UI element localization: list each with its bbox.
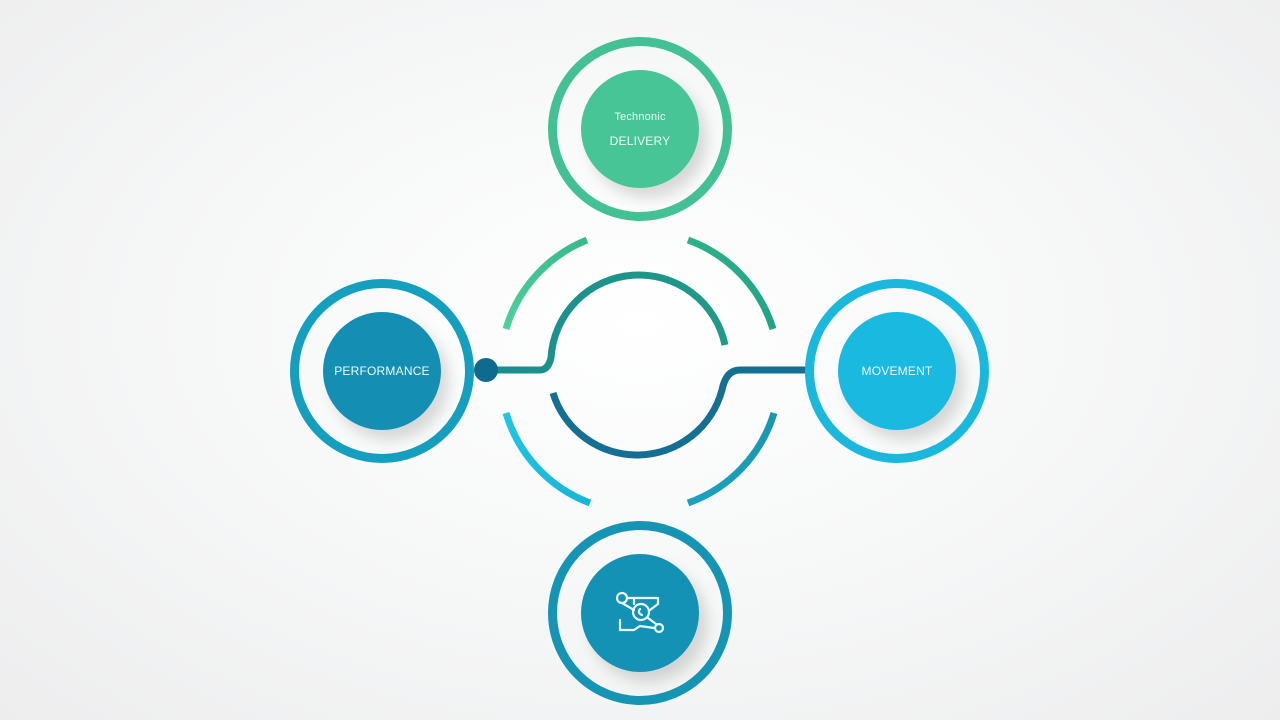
outer-arc-bottom-right xyxy=(686,411,778,507)
outer-arc-bottom-left xyxy=(502,412,592,507)
node-top[interactable]: Technonic DELIVERY xyxy=(548,37,732,221)
node-right-label: MOVEMENT xyxy=(861,364,933,378)
node-top-disc: Technonic DELIVERY xyxy=(581,70,699,188)
node-bottom[interactable] xyxy=(548,521,732,705)
inner-arc-top-connector xyxy=(486,271,729,374)
node-right-disc: MOVEMENT xyxy=(838,312,956,430)
outer-arc-top-left xyxy=(502,236,589,330)
node-top-title: Technonic xyxy=(614,110,666,123)
node-bottom-disc xyxy=(581,554,699,672)
network-nodes-icon xyxy=(615,591,665,634)
node-left-label: PERFORMANCE xyxy=(334,364,430,378)
node-right[interactable]: MOVEMENT xyxy=(805,279,989,463)
connector-dot xyxy=(474,358,498,382)
node-top-subtitle: DELIVERY xyxy=(609,133,671,148)
outer-arc-top-right xyxy=(686,236,777,331)
inner-arc-bottom-connector xyxy=(549,366,806,459)
node-left-disc: PERFORMANCE xyxy=(323,312,441,430)
node-left[interactable]: PERFORMANCE xyxy=(290,279,474,463)
